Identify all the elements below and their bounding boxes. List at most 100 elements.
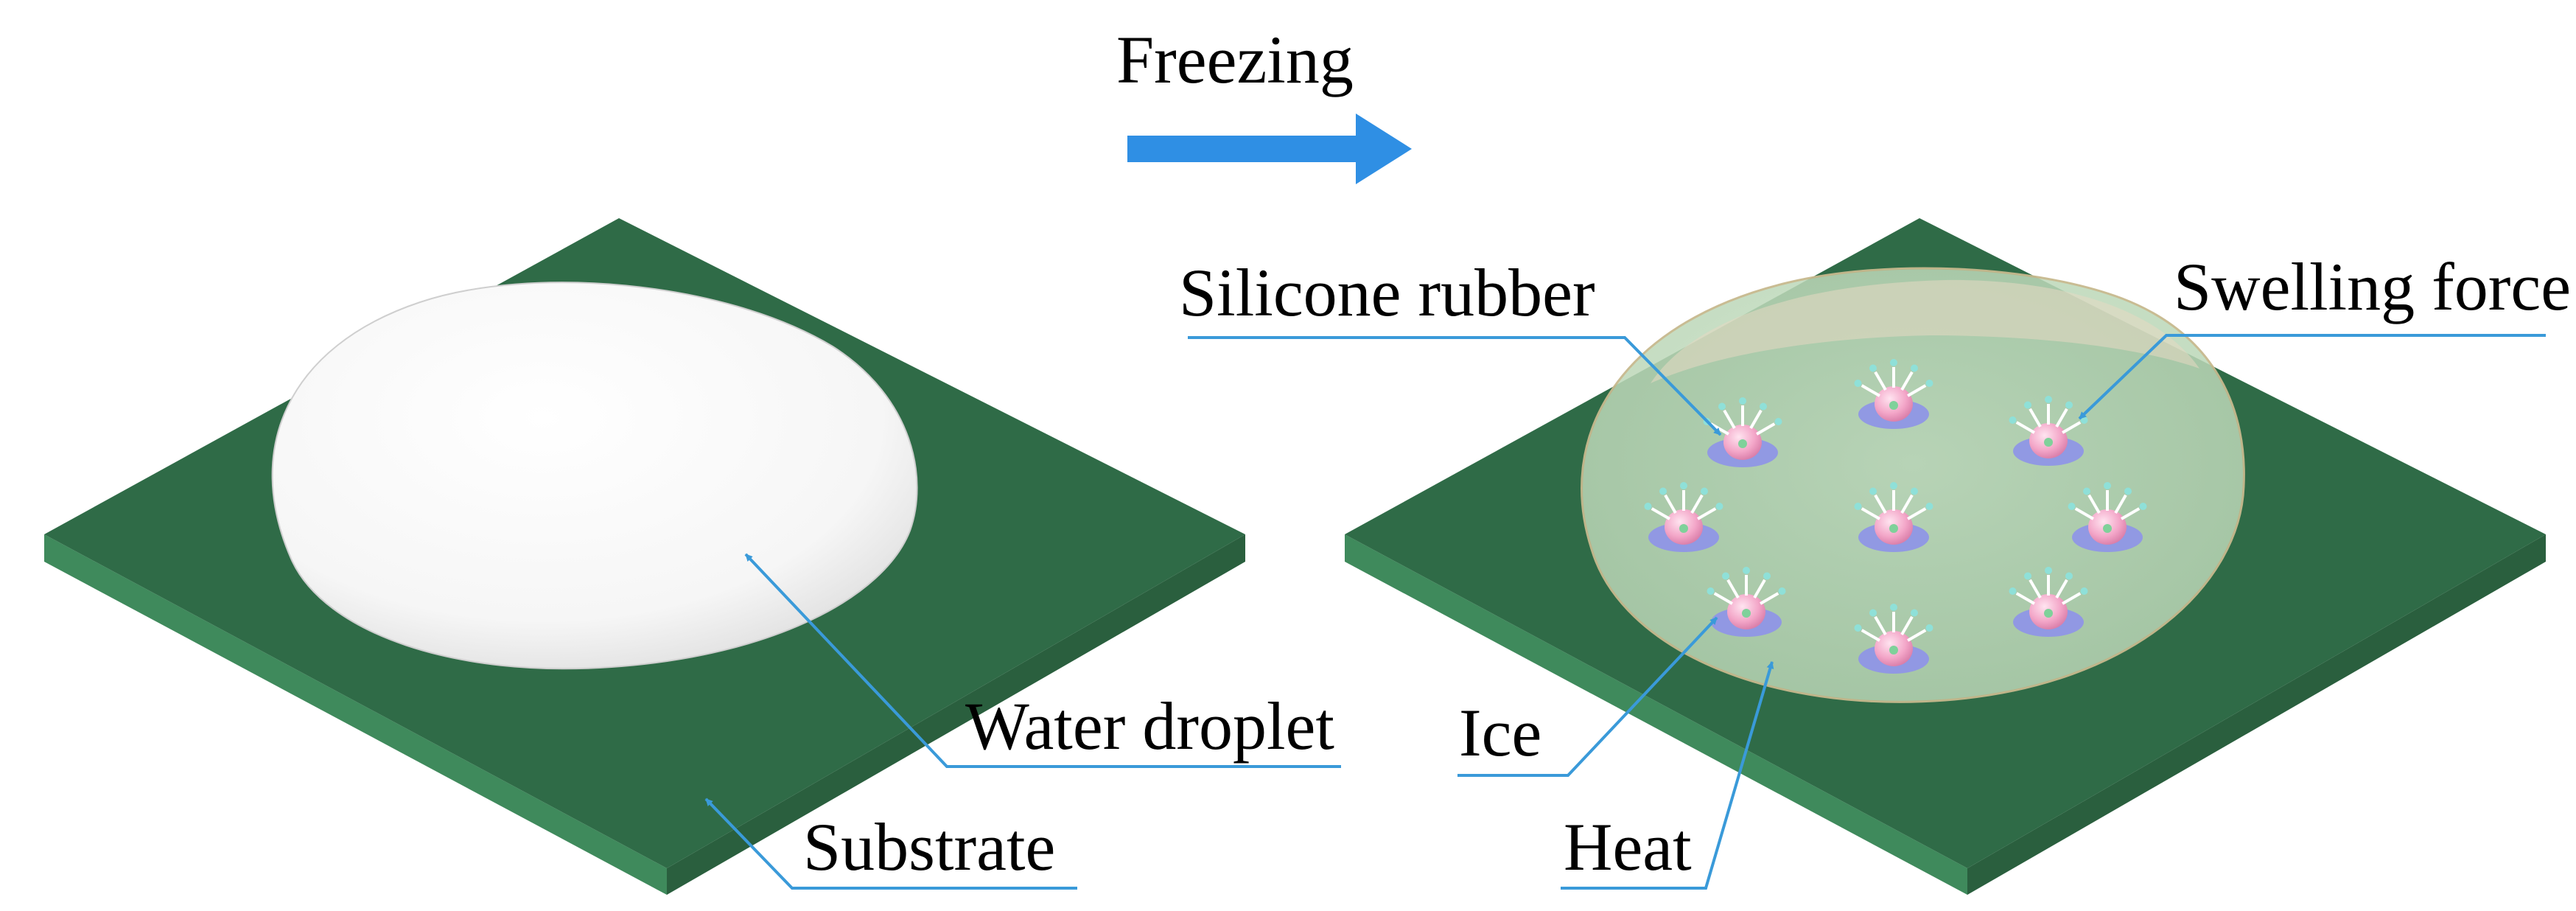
swelling-arrow-head xyxy=(2065,572,2073,580)
left-panel: Water droplet Substrate xyxy=(44,218,1341,895)
label-swelling-force: Swelling force xyxy=(2174,249,2571,324)
ice-nucleus xyxy=(1707,567,1786,637)
swelling-arrow xyxy=(1861,507,1880,520)
small-up-arrow-icon xyxy=(2009,567,2088,605)
swelling-arrow-head xyxy=(1869,364,1877,372)
swelling-arrow xyxy=(1713,592,1733,605)
leader-silicone-rubber xyxy=(1188,336,1722,436)
substrate-side-right-face xyxy=(667,534,1245,895)
swelling-arrow xyxy=(2114,494,2127,514)
swelling-arrow-head xyxy=(1890,359,1897,366)
label-substrate: Substrate xyxy=(803,809,1055,884)
label-freezing: Freezing xyxy=(1116,22,1354,97)
nucleus-core xyxy=(1679,524,1688,533)
swelling-arrow-head xyxy=(1890,604,1897,611)
swelling-arrow xyxy=(2055,579,2068,598)
water-droplet xyxy=(271,282,918,670)
swelling-arrow-head xyxy=(1644,503,1652,510)
right-arrow-icon xyxy=(1127,114,1412,184)
swelling-arrow-head xyxy=(2009,587,2017,595)
swelling-arrow xyxy=(1907,384,1927,397)
dome-cap-highlight xyxy=(1651,279,2199,383)
swelling-arrow xyxy=(2074,507,2094,520)
swelling-arrow-head xyxy=(1774,418,1782,425)
swelling-arrow xyxy=(1907,507,1927,520)
swelling-arrow-head xyxy=(2065,401,2073,409)
swelling-arrow-head xyxy=(1854,380,1862,387)
substrate-side-left-face xyxy=(44,534,667,895)
swelling-arrow-head xyxy=(2139,503,2147,510)
small-up-arrow-icon xyxy=(1854,482,1933,520)
ice-nucleus xyxy=(2009,396,2088,466)
swelling-arrow-head xyxy=(1763,572,1771,580)
ice-nucleus xyxy=(2068,482,2147,552)
swelling-arrow xyxy=(1690,494,1704,514)
leader-substrate xyxy=(704,797,1077,890)
swelling-arrow xyxy=(1874,371,1887,391)
swelling-arrow-head xyxy=(1778,587,1786,595)
swelling-arrow-head xyxy=(1869,609,1877,617)
label-silicone-rubber: Silicone rubber xyxy=(1179,255,1595,330)
swelling-arrow-head xyxy=(2045,567,2052,574)
swelling-arrow-head xyxy=(1854,624,1862,632)
swelling-arrow-head xyxy=(1911,364,1918,372)
swelling-arrow-head xyxy=(1925,624,1933,632)
leader-swelling-force xyxy=(2078,334,2546,420)
swelling-arrow-head xyxy=(2045,396,2052,403)
label-heat: Heat xyxy=(1564,809,1692,884)
small-up-arrow-icon xyxy=(1854,359,1933,397)
swelling-arrow xyxy=(2055,408,2068,427)
swelling-arrow-head xyxy=(1739,397,1746,405)
swelling-arrow xyxy=(2087,494,2101,514)
swelling-arrow-head xyxy=(1707,587,1715,595)
swelling-arrow xyxy=(1900,371,1914,391)
swelling-arrow xyxy=(1861,629,1880,642)
swelling-arrow-head xyxy=(1911,609,1918,617)
swelling-arrow xyxy=(1756,422,1776,436)
swelling-arrow xyxy=(1900,494,1914,514)
swelling-arrow-head xyxy=(2080,587,2088,595)
nucleus-core xyxy=(1889,524,1898,533)
small-up-arrow-icon xyxy=(2009,396,2088,434)
swelling-arrow xyxy=(2029,579,2042,598)
nucleus-core xyxy=(2044,438,2053,447)
swelling-arrow xyxy=(1651,507,1670,520)
swelling-arrow-head xyxy=(2068,503,2076,510)
label-water-droplet: Water droplet xyxy=(965,688,1334,764)
swelling-arrow xyxy=(2029,408,2042,427)
swelling-arrow xyxy=(2062,421,2082,434)
small-up-arrow-icon xyxy=(1707,567,1786,605)
swelling-arrow xyxy=(1697,507,1717,520)
small-up-arrow-icon xyxy=(1854,604,1933,642)
nucleus-core xyxy=(1889,401,1898,410)
substrate-side-right-face xyxy=(1967,534,2546,895)
swelling-arrow xyxy=(2121,507,2141,520)
swelling-arrow-head xyxy=(1760,402,1767,411)
swelling-arrow-head xyxy=(2124,487,2132,495)
swelling-arrow xyxy=(1907,629,1927,642)
ice-nucleus xyxy=(1854,604,1933,674)
label-ice: Ice xyxy=(1459,695,1541,770)
swelling-arrow-head xyxy=(2083,487,2090,495)
swelling-arrow xyxy=(1874,615,1887,635)
swelling-arrow xyxy=(1723,409,1736,429)
ice-nuclei-group xyxy=(1644,359,2147,674)
swelling-arrow xyxy=(1874,494,1887,514)
leader-ice xyxy=(1457,616,1718,777)
swelling-arrow-head xyxy=(1680,482,1687,489)
leader-water-droplet xyxy=(744,553,1341,768)
swelling-arrow-head xyxy=(2104,482,2111,489)
swelling-arrow-head xyxy=(1890,482,1897,489)
ice-nucleus xyxy=(2009,567,2088,637)
nucleus-core xyxy=(1738,439,1747,448)
swelling-arrow-head xyxy=(1869,487,1877,495)
ice-nucleus xyxy=(1703,397,1782,467)
swelling-arrow-head xyxy=(1925,503,1933,510)
swelling-arrow-head xyxy=(1911,487,1918,495)
swelling-arrow-head xyxy=(2009,416,2017,424)
right-panel: Silicone rubber Swelling force Ice Heat xyxy=(1179,218,2571,895)
swelling-arrow-head xyxy=(1715,503,1723,510)
ice-nucleus xyxy=(1854,482,1933,552)
nucleus-core xyxy=(2044,609,2053,618)
